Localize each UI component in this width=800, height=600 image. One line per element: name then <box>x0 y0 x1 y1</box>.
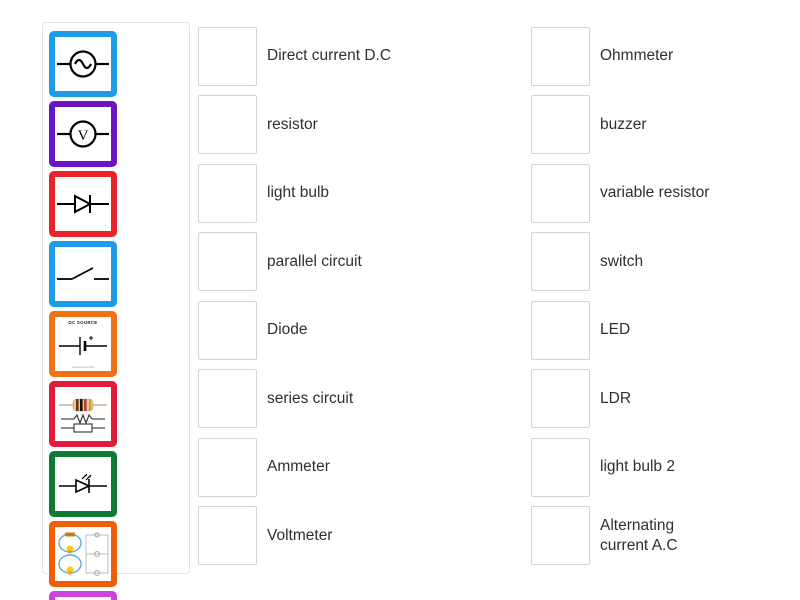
symbol-tile-tray: V <box>42 22 190 600</box>
dropzone-switch[interactable] <box>531 232 590 292</box>
answer-row: LED <box>531 296 782 365</box>
answer-label: switch <box>600 252 644 270</box>
answer-label: light bulb 2 <box>600 458 675 476</box>
answer-label: Voltmeter <box>267 526 333 544</box>
answer-row: Direct current D.C <box>198 22 449 91</box>
parallel-circuit-icon <box>55 527 111 581</box>
answer-column-right: Ohmmeter buzzer variable resistor switch… <box>531 22 782 574</box>
svg-text:V: V <box>78 128 89 144</box>
answer-columns: Direct current D.C resistor light bulb p… <box>198 22 782 574</box>
answer-label: Alternating current A.C <box>600 516 678 554</box>
led-icon <box>55 457 111 511</box>
answer-row: light bulb 2 <box>531 433 782 502</box>
dropzone-ldr[interactable] <box>531 369 590 429</box>
answer-label: variable resistor <box>600 184 710 202</box>
answer-row: Diode <box>198 296 449 365</box>
dropzone-voltmeter[interactable] <box>198 506 257 566</box>
answer-row: switch <box>531 228 782 297</box>
dropzone-alternating-current-ac[interactable] <box>531 506 590 566</box>
dropzone-resistor[interactable] <box>198 95 257 155</box>
answer-label: Ammeter <box>267 458 330 476</box>
answer-label: series circuit <box>267 389 354 407</box>
answer-column-left: Direct current D.C resistor light bulb p… <box>198 22 449 574</box>
answer-row: variable resistor <box>531 159 782 228</box>
answer-row: Ohmmeter <box>531 22 782 91</box>
dropzone-led[interactable] <box>531 300 590 360</box>
answer-label: resistor <box>267 115 318 133</box>
tile-voltmeter-symbol[interactable]: V <box>49 101 117 167</box>
dropzone-diode[interactable] <box>198 300 257 360</box>
answer-row: Voltmeter <box>198 502 449 571</box>
switch-icon <box>55 247 111 301</box>
ac-source-icon <box>55 37 111 91</box>
answer-label: LDR <box>600 389 632 407</box>
answer-row: buzzer <box>531 91 782 160</box>
resistor-photo-icon <box>55 387 111 441</box>
tile-parallel-circuit-photo[interactable] <box>49 521 117 587</box>
answer-label: Diode <box>267 321 308 339</box>
diode-icon <box>55 177 111 231</box>
dropzone-series-circuit[interactable] <box>198 369 257 429</box>
dropzone-direct-current-dc[interactable] <box>198 26 257 86</box>
tile-series-circuit-diagram[interactable] <box>49 591 117 600</box>
tile-ac-source-symbol[interactable] <box>49 31 117 97</box>
answer-label: LED <box>600 321 631 339</box>
answer-row: light bulb <box>198 159 449 228</box>
tile-led-symbol[interactable] <box>49 451 117 517</box>
tile-diode-symbol[interactable] <box>49 171 117 237</box>
dropzone-light-bulb[interactable] <box>198 163 257 223</box>
answer-row: Alternating current A.C <box>531 502 782 571</box>
answer-label: parallel circuit <box>267 252 362 270</box>
tile-dc-source-symbol[interactable]: DC SOURCE www.circuit-symbol <box>49 311 117 377</box>
answer-row: LDR <box>531 365 782 434</box>
answer-label: light bulb <box>267 184 330 202</box>
answer-row: parallel circuit <box>198 228 449 297</box>
dropzone-ohmmeter[interactable] <box>531 26 590 86</box>
dropzone-light-bulb-2[interactable] <box>531 437 590 497</box>
answer-label: Ohmmeter <box>600 47 674 65</box>
answer-row: series circuit <box>198 365 449 434</box>
tile-switch-symbol[interactable] <box>49 241 117 307</box>
voltmeter-icon: V <box>55 107 111 161</box>
dc-source-icon: DC SOURCE www.circuit-symbol <box>55 317 111 371</box>
answer-row: resistor <box>198 91 449 160</box>
dc-source-footer: www.circuit-symbol <box>71 366 95 369</box>
dropzone-buzzer[interactable] <box>531 95 590 155</box>
series-circuit-icon <box>55 597 111 600</box>
dropzone-variable-resistor[interactable] <box>531 163 590 223</box>
answer-row: Ammeter <box>198 433 449 502</box>
dc-source-caption: DC SOURCE <box>68 320 98 325</box>
tile-resistor-photo[interactable] <box>49 381 117 447</box>
dropzone-ammeter[interactable] <box>198 437 257 497</box>
answer-label: buzzer <box>600 115 647 133</box>
answer-label: Direct current D.C <box>267 47 392 65</box>
dropzone-parallel-circuit[interactable] <box>198 232 257 292</box>
